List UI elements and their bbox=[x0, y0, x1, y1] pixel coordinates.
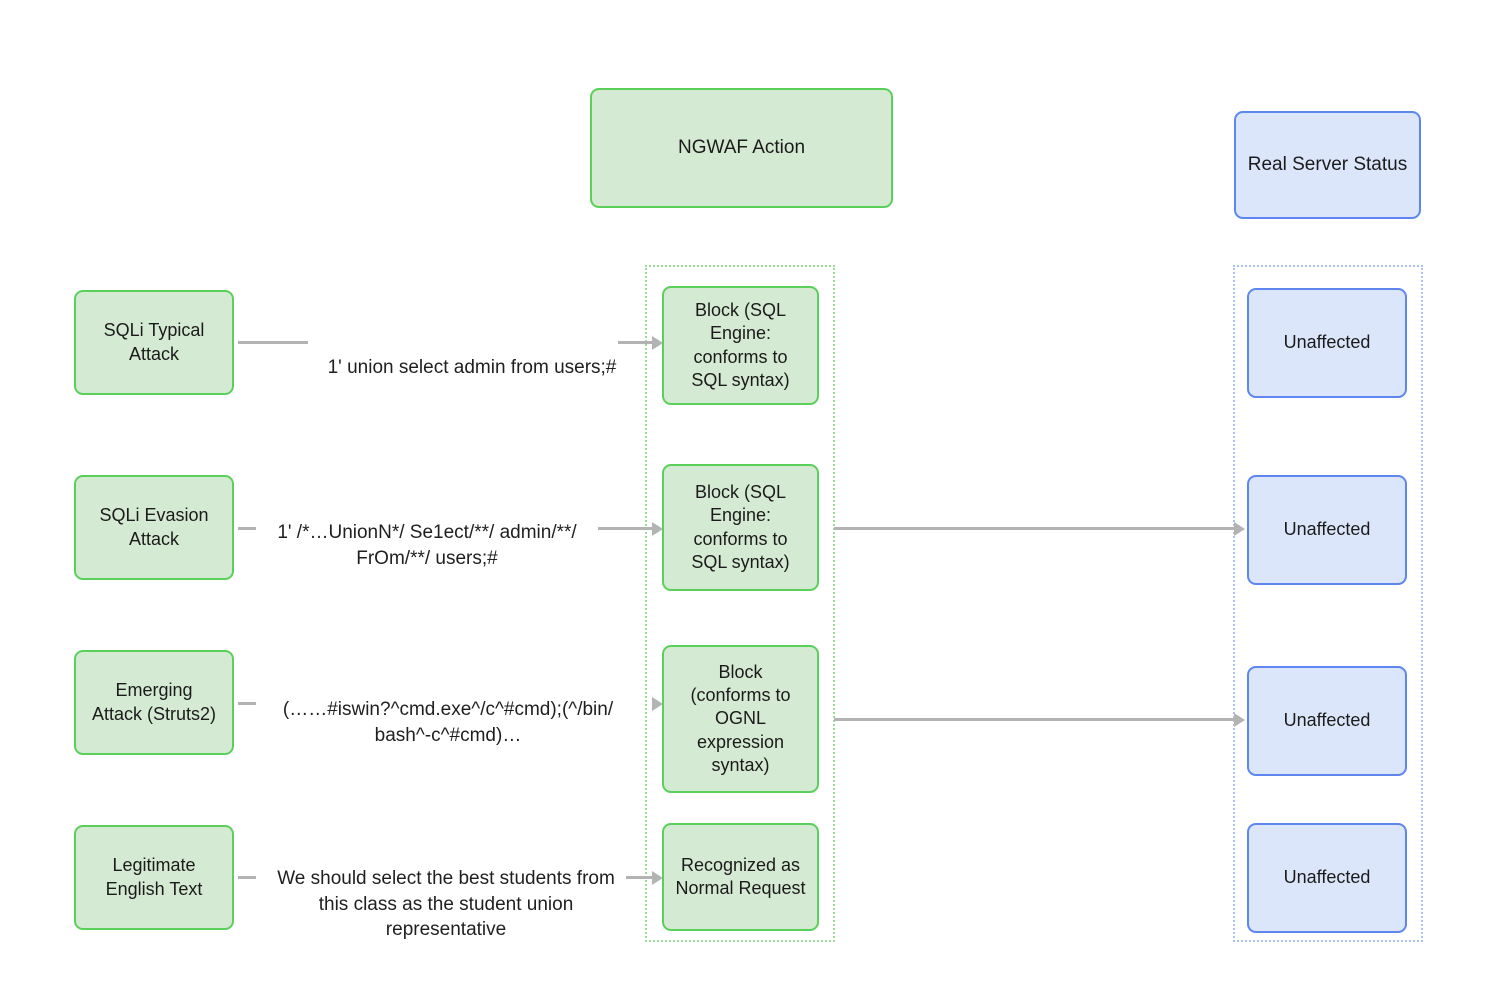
node-ngwaf-action-4[interactable]: Recognized as Normal Request bbox=[662, 823, 819, 931]
edge-source-3-stub bbox=[238, 702, 256, 705]
arrowhead-payload-3-to-action bbox=[652, 697, 663, 711]
node-ngwaf-action-2-label: Block (SQL Engine: conforms to SQL synta… bbox=[691, 481, 790, 572]
node-attack-source-4-label: Legitimate English Text bbox=[105, 855, 203, 899]
edge-action-3-to-server bbox=[834, 718, 1236, 721]
edge-source-4-stub bbox=[238, 876, 256, 879]
node-server-status-1[interactable]: Unaffected bbox=[1247, 288, 1407, 398]
arrowhead-payload-1-to-action bbox=[652, 336, 663, 350]
node-ngwaf-action-3-label: Block (conforms to OGNL expression synta… bbox=[690, 661, 791, 776]
edge-label-payload-4-text: We should select the best students from … bbox=[277, 868, 615, 940]
node-real-server-status-header-label: Real Server Status bbox=[1247, 153, 1408, 175]
edge-source-2-stub bbox=[238, 527, 256, 530]
edge-source-1-stub bbox=[238, 341, 308, 344]
node-attack-source-1[interactable]: SQLi Typical Attack bbox=[74, 290, 234, 395]
node-ngwaf-action-3[interactable]: Block (conforms to OGNL expression synta… bbox=[662, 645, 819, 793]
node-server-status-1-label: Unaffected bbox=[1283, 332, 1371, 353]
node-real-server-status-header[interactable]: Real Server Status bbox=[1234, 111, 1421, 219]
edge-label-payload-1: 1' union select admin from users;# bbox=[308, 330, 636, 381]
node-attack-source-3-label: Emerging Attack (Struts2) bbox=[91, 680, 217, 724]
node-attack-source-4[interactable]: Legitimate English Text bbox=[74, 825, 234, 930]
node-ngwaf-action-1[interactable]: Block (SQL Engine: conforms to SQL synta… bbox=[662, 286, 819, 405]
edge-label-payload-4: We should select the best students from … bbox=[256, 841, 636, 942]
edge-label-payload-3: (……#iswin?^cmd.exe^/c^#cmd);(^/bin/ bash… bbox=[252, 672, 644, 748]
node-server-status-2[interactable]: Unaffected bbox=[1247, 475, 1407, 585]
node-ngwaf-action-1-label: Block (SQL Engine: conforms to SQL synta… bbox=[691, 299, 790, 390]
edge-payload-4-to-action bbox=[626, 876, 654, 879]
node-attack-source-2-label: SQLi Evasion Attack bbox=[99, 505, 209, 549]
node-server-status-4[interactable]: Unaffected bbox=[1247, 823, 1407, 933]
group-ngwaf-action-container bbox=[645, 265, 835, 942]
arrowhead-payload-4-to-action bbox=[652, 871, 663, 885]
edge-label-payload-1-text: 1' union select admin from users;# bbox=[327, 357, 617, 379]
arrowhead-action-3-to-server bbox=[1234, 713, 1245, 727]
node-attack-source-2[interactable]: SQLi Evasion Attack bbox=[74, 475, 234, 580]
node-ngwaf-action-header-label: NGWAF Action bbox=[677, 136, 806, 158]
edge-action-2-to-server bbox=[834, 527, 1236, 530]
group-real-server-container bbox=[1233, 265, 1423, 942]
arrowhead-payload-2-to-action bbox=[652, 522, 663, 536]
edge-label-payload-3-text: (……#iswin?^cmd.exe^/c^#cmd);(^/bin/ bash… bbox=[282, 699, 614, 746]
node-attack-source-1-label: SQLi Typical Attack bbox=[103, 320, 205, 364]
arrowhead-action-2-to-server bbox=[1234, 522, 1245, 536]
edge-label-payload-2: 1' /*…UnionN*/ Se1ect/**/ admin/**/ FrOm… bbox=[256, 495, 598, 571]
node-ngwaf-action-header[interactable]: NGWAF Action bbox=[590, 88, 893, 208]
node-server-status-3-label: Unaffected bbox=[1283, 710, 1371, 731]
edge-payload-1-to-action bbox=[618, 341, 654, 344]
node-server-status-4-label: Unaffected bbox=[1283, 867, 1371, 888]
node-server-status-2-label: Unaffected bbox=[1283, 519, 1371, 540]
node-ngwaf-action-4-label: Recognized as Normal Request bbox=[675, 854, 806, 898]
node-attack-source-3[interactable]: Emerging Attack (Struts2) bbox=[74, 650, 234, 755]
node-ngwaf-action-2[interactable]: Block (SQL Engine: conforms to SQL synta… bbox=[662, 464, 819, 591]
edge-payload-2-to-action bbox=[598, 527, 654, 530]
node-server-status-3[interactable]: Unaffected bbox=[1247, 666, 1407, 776]
edge-label-payload-2-text: 1' /*…UnionN*/ Se1ect/**/ admin/**/ FrOm… bbox=[277, 522, 577, 569]
